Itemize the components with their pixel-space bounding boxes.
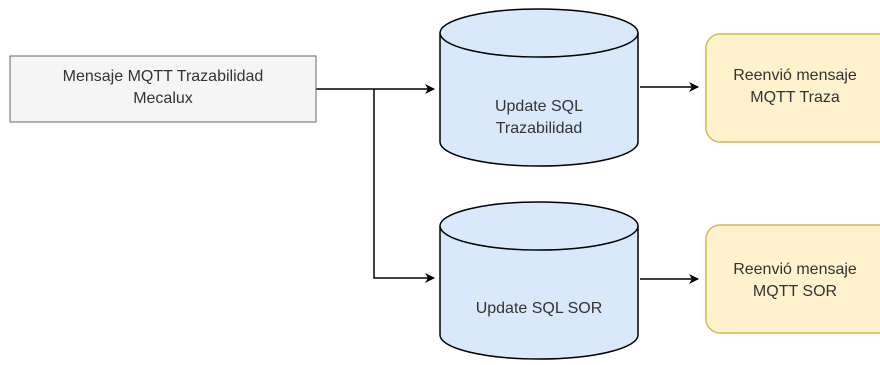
forward-traza-node: Reenvió mensaje MQTT Traza <box>705 33 880 143</box>
db-sor-body <box>439 226 639 360</box>
forward-sor-node: Reenvió mensaje MQTT SOR <box>705 224 880 334</box>
forward-traza-label-line2: MQTT Traza <box>750 89 840 106</box>
db-sor-top <box>439 201 639 251</box>
forward-sor-label-line1: Reenvió mensaje <box>733 261 857 278</box>
source-label-line1: Mensaje MQTT Trazabilidad <box>63 68 264 85</box>
source-node: Mensaje MQTT Trazabilidad Mecalux <box>9 55 317 123</box>
db-trazabilidad-label-line1: Update SQL <box>495 98 583 115</box>
forward-traza-label-line1: Reenvió mensaje <box>733 67 857 84</box>
forward-sor-label-line2: MQTT SOR <box>753 283 837 300</box>
db-sor-node: Update SQL SOR <box>439 201 639 360</box>
edge-source-to-db-sor <box>373 89 435 283</box>
edges <box>316 82 699 284</box>
forward-traza-box <box>705 33 880 143</box>
db-trazabilidad-node: Update SQL Trazabilidad <box>439 8 639 167</box>
db-trazabilidad-body <box>439 33 639 167</box>
source-box <box>9 55 317 123</box>
db-trazabilidad-label-line2: Trazabilidad <box>496 120 583 137</box>
source-label-line2: Mecalux <box>133 90 193 107</box>
forward-sor-box <box>705 224 880 334</box>
db-sor-label: Update SQL SOR <box>476 300 603 317</box>
db-trazabilidad-top <box>439 8 639 58</box>
